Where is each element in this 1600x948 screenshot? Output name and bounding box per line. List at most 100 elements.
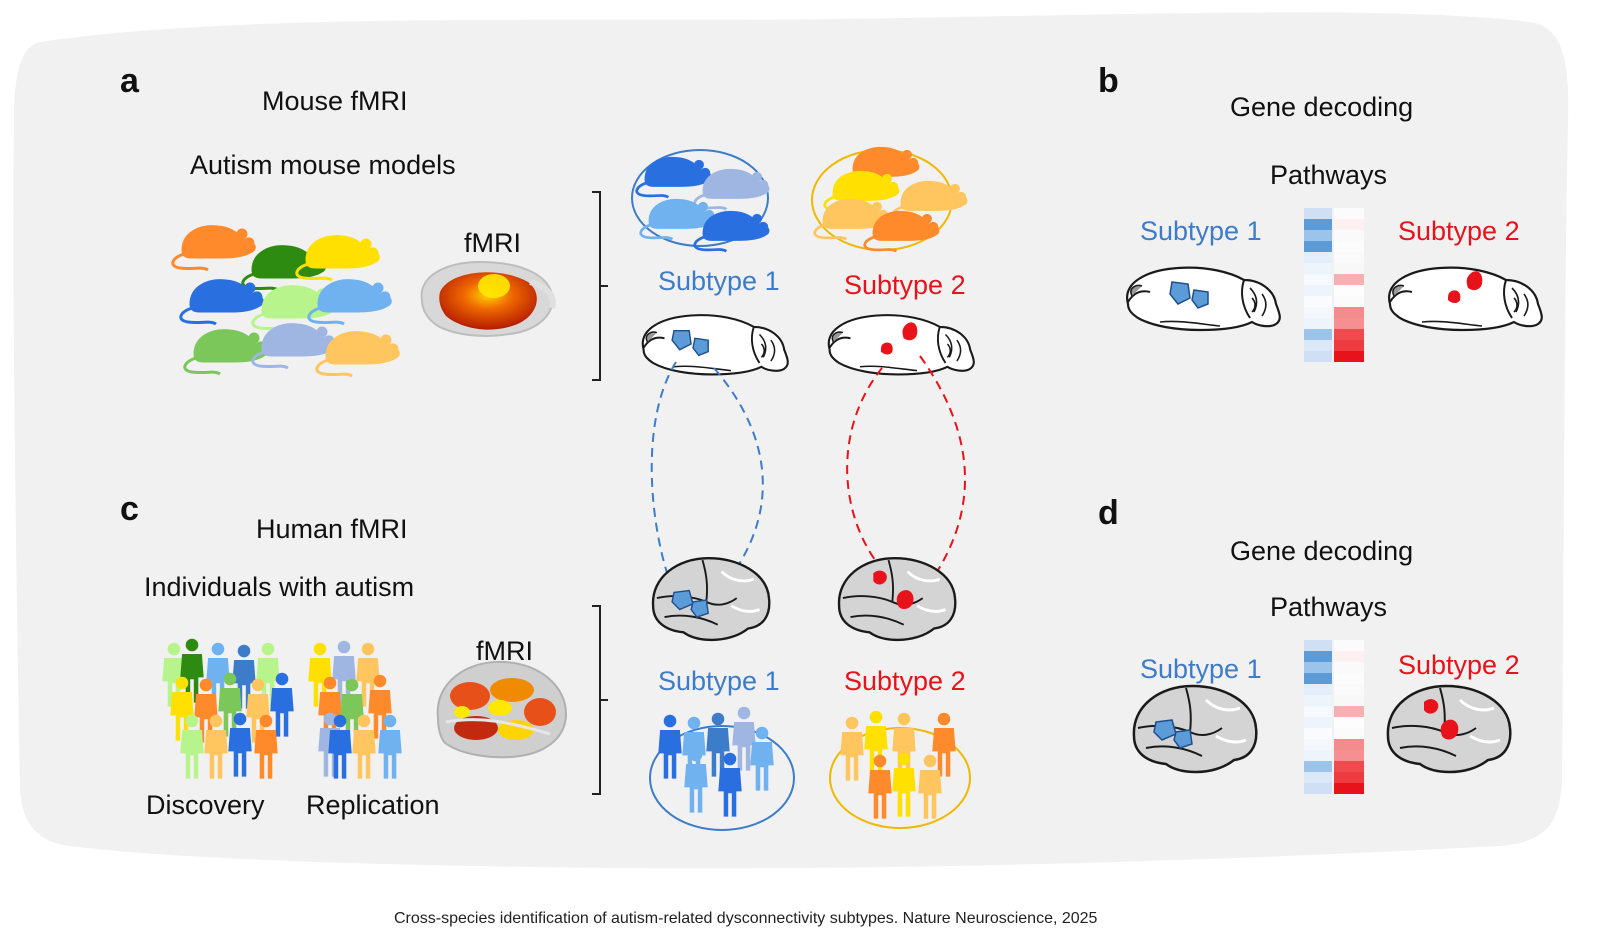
cohort-discovery-label: Discovery — [146, 790, 265, 820]
pathway-cell — [1304, 706, 1332, 717]
pathway-cell — [1334, 252, 1364, 263]
panel-d-letter: d — [1098, 494, 1119, 532]
panel-c-fmri-label: fMRI — [476, 636, 533, 666]
panel-a-title: Mouse fMRI — [262, 86, 408, 116]
pathway-cell — [1304, 662, 1332, 673]
subtype1-person-group — [649, 706, 795, 831]
subtype2-person-group — [829, 710, 971, 829]
pathway-cell — [1304, 739, 1332, 750]
pathway-cell — [1334, 684, 1364, 695]
pathway-cell — [1304, 241, 1332, 252]
panel-c-title: Human fMRI — [256, 514, 408, 544]
pathway-cell — [1334, 296, 1364, 307]
panel-c-letter: c — [120, 490, 139, 528]
pathway-cell — [1304, 640, 1332, 651]
subtype1-human-brain-icon — [651, 556, 771, 642]
pathway-cell — [1334, 219, 1364, 230]
pathway-cell — [1334, 750, 1364, 761]
subtype2-mouse-group — [811, 145, 969, 253]
pathway-cell — [1304, 274, 1332, 285]
panel-b-subtype2-label: Subtype 2 — [1398, 216, 1520, 246]
panel-c-subtype1-label: Subtype 1 — [658, 666, 780, 696]
pathway-cell — [1304, 351, 1332, 362]
pathway-cell — [1334, 274, 1364, 285]
pathway-cell — [1304, 307, 1332, 318]
mouse-brain-fmri-icon — [420, 260, 556, 337]
subtype1-mouse-brain-icon — [641, 314, 789, 376]
panel-b-subtype1-label: Subtype 1 — [1140, 216, 1262, 246]
bracket — [592, 605, 608, 795]
pathway-cell — [1304, 750, 1332, 761]
panel-a-subtype2-label: Subtype 2 — [844, 270, 966, 300]
pathway-cell — [1304, 651, 1332, 662]
pathway-cell — [1304, 329, 1332, 340]
gene-decoding-human-heatmap — [1304, 640, 1364, 794]
pathway-cell — [1334, 651, 1364, 662]
pathway-cell — [1334, 739, 1364, 750]
pathway-cell — [1334, 706, 1364, 717]
pathway-cell — [1304, 673, 1332, 684]
subtype2-human-brain-icon — [837, 556, 957, 642]
panel-d-subtype1-label: Subtype 1 — [1140, 654, 1262, 684]
panel-a-fmri-label: fMRI — [464, 228, 521, 258]
panel-c-subtitle: Individuals with autism — [144, 572, 415, 602]
pathway-cell — [1334, 783, 1364, 794]
panel-d-title: Gene decoding — [1230, 536, 1414, 566]
pathway-cell — [1304, 285, 1332, 296]
pathway-cell — [1334, 761, 1364, 772]
pathway-cell — [1304, 340, 1332, 351]
cohort-replication-label: Replication — [306, 790, 440, 820]
pathway-cell — [1334, 640, 1364, 651]
pathway-cell — [1304, 230, 1332, 241]
pathway-cell — [1304, 783, 1332, 794]
panel-a-subtype1-label: Subtype 1 — [658, 266, 780, 296]
pathway-cell — [1334, 695, 1364, 706]
pathway-cell — [1304, 296, 1332, 307]
pathway-cell — [1304, 695, 1332, 706]
bracket — [592, 191, 608, 381]
figure-caption: Cross-species identification of autism-r… — [394, 910, 1098, 927]
mouse-cluster — [171, 224, 401, 378]
pathway-cell — [1334, 728, 1364, 739]
pathway-cell — [1304, 219, 1332, 230]
pathway-cell — [1304, 252, 1332, 263]
pathway-cell — [1334, 263, 1364, 274]
pathway-cell — [1304, 717, 1332, 728]
panel-a-letter: a — [120, 62, 139, 100]
pathway-cell — [1304, 263, 1332, 274]
pathway-cell — [1334, 662, 1364, 673]
panel-c-subtype2-label: Subtype 2 — [844, 666, 966, 696]
panel-background — [13, 12, 1569, 869]
pathway-cell — [1334, 285, 1364, 296]
pathway-cell — [1334, 208, 1364, 219]
pathway-cell — [1304, 318, 1332, 329]
pathway-cell — [1304, 208, 1332, 219]
panel-b-title: Gene decoding — [1230, 92, 1414, 122]
pathway-cell — [1334, 307, 1364, 318]
pathway-cell — [1334, 230, 1364, 241]
pathway-cell — [1334, 717, 1364, 728]
pathway-cell — [1334, 772, 1364, 783]
pathway-cell — [1334, 673, 1364, 684]
subtype1-mouse-brain-icon — [1126, 266, 1281, 332]
gene-decoding-mouse-heatmap — [1304, 208, 1364, 362]
panel-d-subtitle: Pathways — [1270, 592, 1388, 622]
pathway-cell — [1304, 684, 1332, 695]
pathway-cell — [1334, 318, 1364, 329]
subtype1-human-brain-icon — [1132, 684, 1258, 774]
subtype1-mouse-group — [631, 149, 771, 253]
panel-b-letter: b — [1098, 62, 1119, 100]
pathway-cell — [1304, 761, 1332, 772]
pathway-cell — [1334, 329, 1364, 340]
panel-a-subtitle: Autism mouse models — [190, 150, 456, 180]
pathway-cell — [1334, 340, 1364, 351]
subtype2-mouse-brain-icon — [827, 314, 975, 376]
human-brain-fmri-icon — [436, 660, 568, 759]
subtype2-mouse-brain-icon — [1388, 266, 1543, 332]
pathway-cell — [1334, 351, 1364, 362]
subtype2-human-brain-icon — [1386, 684, 1512, 774]
panel-b-subtitle: Pathways — [1270, 160, 1388, 190]
pathway-cell — [1304, 772, 1332, 783]
